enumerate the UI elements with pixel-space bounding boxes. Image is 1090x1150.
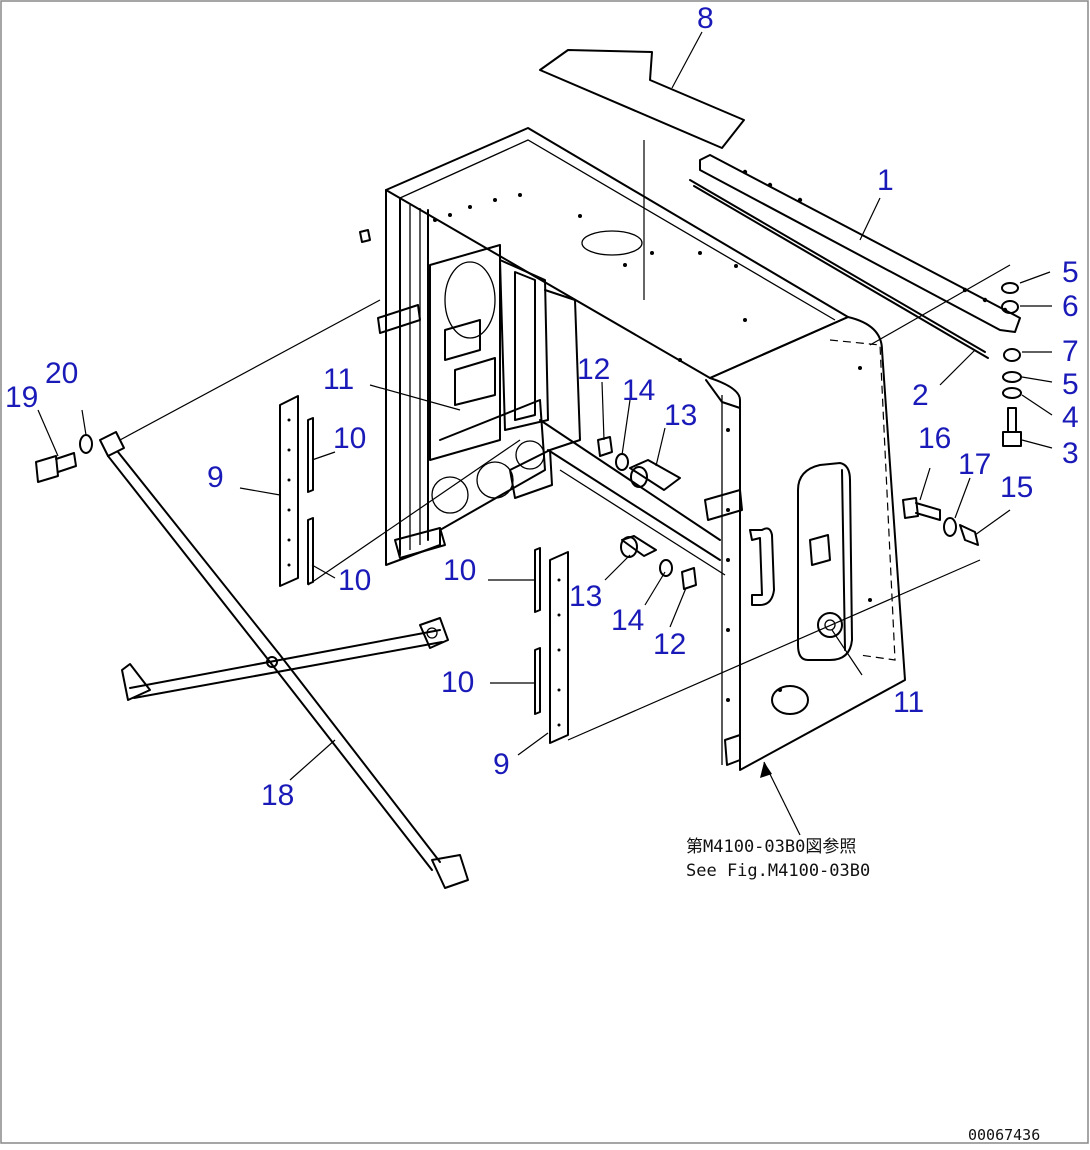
callout-4: 4: [1062, 401, 1079, 434]
drawing-number: 00067436: [968, 1126, 1040, 1144]
reference-note-en: See Fig.M4100-03B0: [686, 861, 870, 881]
callout-10-upper-right: 10: [443, 554, 476, 587]
callout-13-lower: 13: [569, 580, 602, 613]
callout-10-lower-right: 10: [441, 666, 474, 699]
fastener-stack-3-7: [1001, 282, 1022, 447]
callout-5-upper: 5: [1062, 256, 1079, 289]
callout-18: 18: [261, 779, 294, 812]
housing-right-side-panel: [704, 316, 906, 771]
leader-lines: [37, 31, 1053, 836]
housing-left-frame: [359, 189, 726, 576]
reference-note-jp: 第M4100-03B0図参照: [686, 837, 856, 857]
callout-2: 2: [912, 379, 929, 412]
callout-11-left: 11: [323, 363, 354, 396]
part-1-rail: [699, 154, 1021, 333]
part-10-strips-left: [307, 417, 314, 585]
callout-6: 6: [1062, 290, 1079, 323]
callout-numbers: 8 1 5 6 7 5 4 3 2 16 17 15 11 19 20 11 1…: [5, 2, 1079, 812]
part-20-washer: [79, 434, 93, 454]
callout-15: 15: [1000, 471, 1033, 504]
callout-12-upper: 12: [577, 353, 610, 386]
fastener-group-12-14-upper: [597, 436, 681, 491]
callout-8: 8: [697, 2, 714, 35]
callout-20: 20: [45, 357, 78, 390]
part-9-plate-right: [549, 551, 569, 744]
reference-note: 第M4100-03B0図参照 See Fig.M4100-03B0: [686, 837, 870, 881]
callout-3: 3: [1062, 437, 1079, 470]
callout-14-upper: 14: [622, 374, 655, 407]
callout-12-lower: 12: [653, 628, 686, 661]
callout-10-lower-left: 10: [338, 564, 371, 597]
callout-1: 1: [877, 164, 894, 197]
part-18-cross-brace: [99, 431, 469, 889]
fastener-group-15-17: [902, 497, 979, 546]
part-9-plate-left: [279, 395, 299, 587]
callout-16: 16: [918, 422, 951, 455]
callout-19: 19: [5, 381, 38, 414]
part-10-strips-right: [534, 547, 541, 715]
callout-10-upper-left: 10: [333, 422, 366, 455]
callout-11-right: 11: [893, 686, 924, 719]
part-19-bolt: [35, 452, 77, 483]
callout-7: 7: [1062, 335, 1079, 368]
callout-9-right: 9: [493, 748, 510, 781]
callout-17: 17: [958, 448, 991, 481]
housing-top: [385, 127, 849, 379]
callout-14-lower: 14: [611, 604, 644, 637]
fastener-group-12-14-lower: [620, 535, 697, 590]
callout-5-lower: 5: [1062, 368, 1079, 401]
callout-13-upper: 13: [664, 399, 697, 432]
part-8-cover-sheet: [539, 49, 745, 149]
part-2-seal-strip: [689, 179, 989, 359]
callout-9-left: 9: [207, 461, 224, 494]
